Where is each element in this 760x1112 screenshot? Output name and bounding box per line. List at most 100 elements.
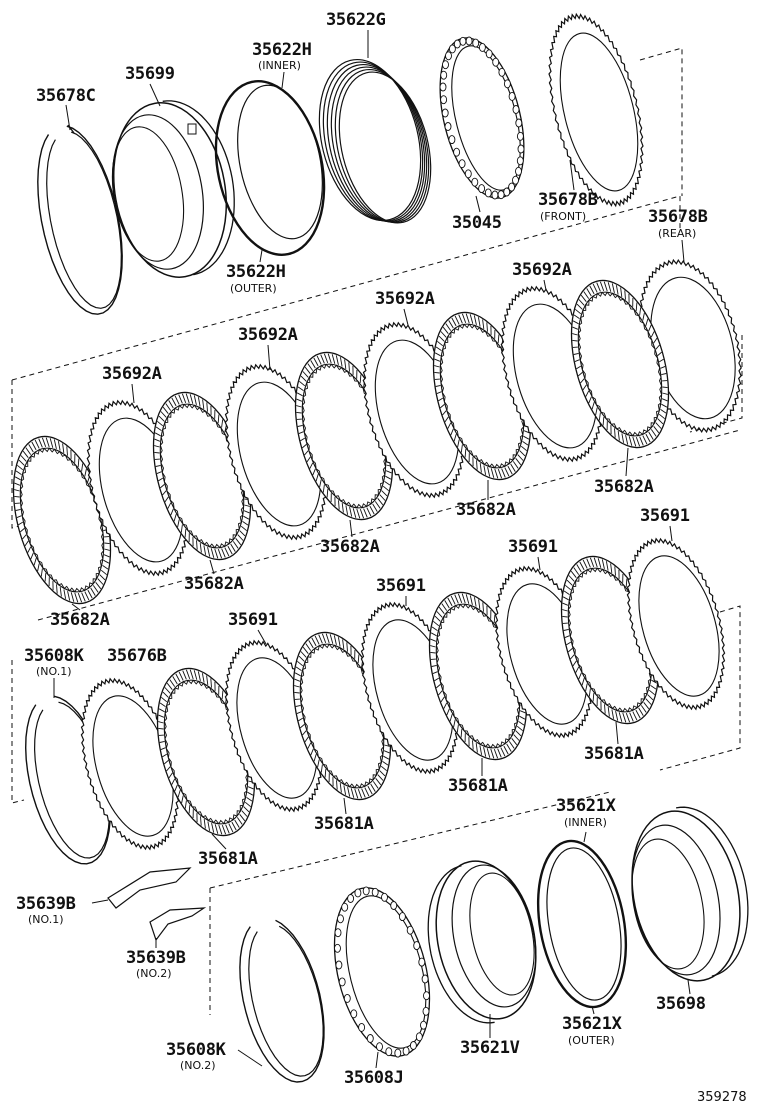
outline-group-top: [639, 47, 683, 196]
note-35621X-inner: (INNER): [564, 816, 607, 829]
note-35639B-no1: (NO.1): [28, 913, 64, 926]
note-35621X-outer: (OUTER): [568, 1034, 615, 1047]
note-35622H-inner: (INNER): [258, 59, 301, 72]
disc-35682A-1: [12, 435, 112, 605]
note-35608K-no1: (NO.1): [36, 665, 72, 678]
cylinder-35698: [631, 806, 749, 982]
piston-housing-35699: [111, 100, 235, 278]
disc-35682A-2: [152, 391, 252, 561]
spring-35639B-no1: [107, 867, 192, 909]
disc-35682A-5: [570, 279, 670, 449]
label-35699[interactable]: 35699: [125, 64, 175, 84]
label-35608J[interactable]: 35608J: [344, 1068, 404, 1088]
label-35681A-1[interactable]: 35681A: [198, 849, 258, 869]
leader-35692A-4: [543, 279, 547, 291]
label-35681A-3[interactable]: 35681A: [448, 776, 508, 796]
label-35622G[interactable]: 35622G: [326, 10, 386, 30]
leader-35682A-5: [625, 447, 629, 477]
leader-35692A-2: [267, 344, 271, 371]
leader-35692A-1: [131, 383, 135, 404]
leader-line-layer: [53, 30, 691, 1069]
note-35639B-no2: (NO.2): [136, 967, 172, 980]
leader-35608J: [375, 1051, 379, 1069]
label-35678C[interactable]: 35678C: [36, 86, 96, 106]
label-35682A-5[interactable]: 35682A: [594, 477, 654, 497]
spring-35639B-no2: [149, 907, 207, 942]
plate-35676B: [80, 677, 180, 851]
diagram-code: 359278: [697, 1090, 747, 1105]
leader-35678C: [65, 104, 71, 131]
label-35621X-outer[interactable]: 35621X: [562, 1014, 622, 1034]
spring-retainer-35045: [439, 36, 525, 200]
label-35682A-1[interactable]: 35682A: [50, 610, 110, 630]
leader-35698: [687, 979, 691, 995]
label-35692A-2[interactable]: 35692A: [238, 325, 298, 345]
leader-35691-3: [537, 556, 541, 571]
label-35692A-1[interactable]: 35692A: [102, 364, 162, 384]
outline-group-lower-right: [659, 605, 741, 771]
leader-35699: [149, 83, 161, 107]
label-35692A-3[interactable]: 35692A: [375, 289, 435, 309]
snap-ring-35678C: [37, 124, 123, 315]
leader-35681A-4: [615, 721, 619, 745]
label-35676B[interactable]: 35676B: [107, 646, 167, 666]
label-35678B-rear[interactable]: 35678B: [648, 207, 708, 227]
snap-ring-35608K-no2: [239, 919, 325, 1083]
leader-35621X-inner: [583, 831, 587, 843]
label-35698[interactable]: 35698: [656, 994, 706, 1014]
label-35621V[interactable]: 35621V: [460, 1038, 520, 1058]
outline-group-mid: [37, 429, 741, 621]
leader-35682A-1: [71, 603, 81, 611]
label-35691-3[interactable]: 35691: [508, 537, 558, 557]
leader-35692A-3: [403, 308, 409, 326]
label-35622H-inner[interactable]: 35622H: [252, 40, 312, 60]
leader-35678B-rear: [681, 239, 685, 263]
leader-35622H-outer: [259, 249, 263, 263]
label-35681A-4[interactable]: 35681A: [584, 744, 644, 764]
note-35678B-rear: (REAR): [658, 227, 697, 240]
leader-35681A-2: [343, 797, 347, 815]
plate-35691-4: [626, 537, 726, 711]
label-35691-1[interactable]: 35691: [228, 610, 278, 630]
label-35682A-2[interactable]: 35682A: [184, 574, 244, 594]
o-ring-35621X: [536, 839, 628, 1009]
label-35691-2[interactable]: 35691: [376, 576, 426, 596]
disc-35681A-2: [292, 631, 392, 801]
plate-35678B-front: [548, 12, 644, 208]
leader-35691-4: [669, 525, 673, 542]
label-35608K-no2[interactable]: 35608K: [166, 1040, 226, 1060]
piston-35622G: [318, 58, 432, 224]
label-35639B-no1[interactable]: 35639B: [16, 894, 76, 914]
label-35691-4[interactable]: 35691: [640, 506, 690, 526]
parts-layer: [12, 12, 749, 1083]
leader-35691-1: [257, 629, 267, 645]
leader-35682A-3: [349, 519, 353, 538]
leader-35621X-outer: [591, 1005, 595, 1015]
piston-35621V: [427, 860, 537, 1024]
leader-35678B-front: [569, 159, 575, 191]
label-35608K-no1[interactable]: 35608K: [24, 646, 84, 666]
label-35682A-4[interactable]: 35682A: [456, 500, 516, 520]
leader-35622H-inner: [281, 71, 285, 89]
label-35682A-3[interactable]: 35682A: [320, 537, 380, 557]
note-35608K-no2: (NO.2): [180, 1059, 216, 1072]
leader-35682A-2: [209, 559, 215, 575]
o-ring-35622H: [214, 80, 326, 256]
label-35678B-front[interactable]: 35678B: [538, 190, 598, 210]
outline-group-bottom: [209, 791, 611, 889]
label-35639B-no2[interactable]: 35639B: [126, 948, 186, 968]
spring-retainer-35608J: [333, 886, 431, 1058]
label-35681A-2[interactable]: 35681A: [314, 814, 374, 834]
outline-group-lower-left: [11, 660, 25, 804]
label-35621X-inner[interactable]: 35621X: [556, 796, 616, 816]
leader-35681A-1: [211, 833, 227, 850]
note-35678B-front: (FRONT): [540, 210, 587, 223]
leader-35608K-no2: [237, 1049, 263, 1067]
label-35692A-4[interactable]: 35692A: [512, 260, 572, 280]
label-35622H-outer[interactable]: 35622H: [226, 262, 286, 282]
note-35622H-outer: (OUTER): [230, 282, 277, 295]
leader-35045: [475, 195, 481, 213]
label-35045[interactable]: 35045: [452, 213, 502, 233]
